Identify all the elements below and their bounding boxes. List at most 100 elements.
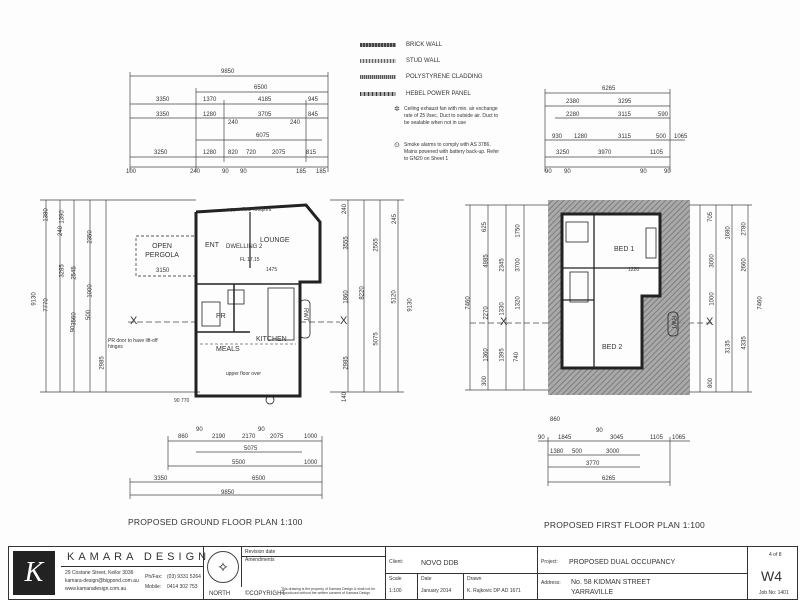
f-bottom-dim: 1065 [672,435,686,441]
f-bottom-dim: 6265 [602,476,616,482]
f-bottom-dim: 90 [596,428,603,434]
g-top-dim: 240 [290,120,301,126]
g-top-dim: 720 [246,150,257,156]
scale-label: Scale [389,576,402,582]
legend-stud-wall: STUD WALL [406,58,441,64]
f-left-dim: 1360 [483,348,490,362]
upper-floor-label: upper floor footprint [228,207,272,213]
f-top-dim: 2280 [566,112,580,118]
f-right-dim: 705 [708,211,715,223]
g-top-dim: 9850 [221,69,235,75]
kamara-logo-icon: K [13,551,55,595]
f-bottom-dim: 1380 [550,449,564,455]
drawn-label: Drawn [467,576,482,582]
f-right-dim: 7460 [757,296,764,310]
firm-email: kamara-design@bigpond.com.au [65,578,139,584]
legend-polystyrene: POLYSTYRENE CLADDING [406,74,483,80]
phone-label: Ph/Fax: [145,574,163,580]
pr-door-note: PR door to have lift-off hinges [108,338,158,350]
f-left-dim: 740 [514,351,521,363]
dim-1475: 1475 [266,267,278,273]
mobile-label: Mobile: [145,584,162,590]
project-label: Project: [541,559,558,565]
sheet-number: 4 of 8 [769,552,782,558]
room-pr: PR [216,313,226,320]
north-arrow-icon: ✧ [207,551,239,583]
f-bottom-dim: 860 [550,417,561,423]
g-bottom-dim: 90 [196,427,203,433]
room-entry: ENT [205,242,219,249]
g-top-dim: 185 [296,169,307,175]
f-right-dim: 3135 [725,340,732,354]
f-right-dim: 3000 [709,254,716,268]
f-left-dim: 3700 [515,258,522,272]
north-label: NORTH [209,591,231,597]
g-left-dim: 3150 [156,268,170,274]
g-top-dim: 90 [240,169,247,175]
drawing-number: W4 [761,568,782,584]
smoke-alarm-icon: ⊙ [394,142,400,149]
g-top-dim: 6500 [254,85,268,91]
f-top-dim: 1065 [674,134,688,140]
g-top-dim: 815 [306,150,317,156]
f-top-dim: 3115 [618,134,631,140]
g-bottom-dim: 9850 [221,490,235,496]
g-top-dim: 845 [308,112,319,118]
mobile-value: 0414 302 753 [167,584,198,590]
section-marker-left: X [130,315,138,327]
g-top-dim: 1280 [203,112,217,118]
g-top-dim: 4185 [258,97,272,103]
ground-floor-title: PROPOSED GROUND FLOOR PLAN 1:100 [128,517,303,527]
f-top-dim: 6265 [602,86,616,92]
floor-level: FL 17.15 [240,257,260,263]
room-bed1: BED 1 [614,246,635,253]
g-top-dim: 3350 [156,112,170,118]
f-right-dim: 800 [708,377,715,389]
f-top-dim: 3250 [556,150,570,156]
g-top-dim: 100 [126,169,137,175]
drawn-value: K. Rajkovic DP AD 1671 [467,588,521,594]
g-bottom-dim: 1000 [304,460,318,466]
address-line1: No. 58 KIDMAN STREET [571,579,651,586]
revision-label: Revision date [245,549,276,555]
section-marker-right-first: X [706,316,714,328]
room-rwt: RWT [302,308,308,322]
job-number: Job No: 1401 [759,590,789,596]
f-bottom-dim: 3045 [610,435,624,441]
exhaust-fan-icon: ✲ [394,106,400,113]
firm-name: KAMARA DESIGN [67,551,211,563]
room-dwelling: DWELLING 2 [226,244,263,250]
f-right-dim: 2780 [741,222,748,236]
g-bottom-dim: 2190 [212,434,226,440]
room-rwt-first: RWT [670,316,676,330]
f-left-dim: 2345 [499,258,506,272]
date-value: January 2014 [421,588,452,594]
stud-wall-swatch [360,59,396,63]
f-bottom-dim: 500 [572,449,583,455]
brick-wall-swatch [360,43,396,47]
room-meals: MEALS [216,346,240,353]
firm-website: www.kamaradesign.com.au [65,586,127,592]
f-bottom-dim: 1105 [650,435,663,441]
g-top-dim: 3705 [258,112,272,118]
f-top-dim: 1280 [574,134,588,140]
g-bottom-dim: 5075 [244,446,258,452]
section-marker-right: X [340,315,348,327]
legend-hebel: HEBEL POWER PANEL [406,91,471,97]
f-bottom-dim: 3770 [586,461,600,467]
f-top-dim: 90 [545,169,552,175]
f-left-dim: 300 [482,375,489,387]
address-label: Address: [541,580,561,586]
room-open-pergola: OPEN PERGOLA [145,243,179,259]
f-top-dim: 90 [664,169,671,175]
dims-90-770: 90 770 [174,398,190,404]
title-block: K KAMARA DESIGN 29 Costane Street, Keilo… [8,546,798,600]
g-top-dim: 1280 [203,150,217,156]
f-bottom-dim: 3000 [606,449,620,455]
f-top-dim: 3970 [598,150,612,156]
date-label: Date [421,576,432,582]
f-top-dim: 90 [564,169,571,175]
f-top-dim: 3295 [618,99,632,105]
